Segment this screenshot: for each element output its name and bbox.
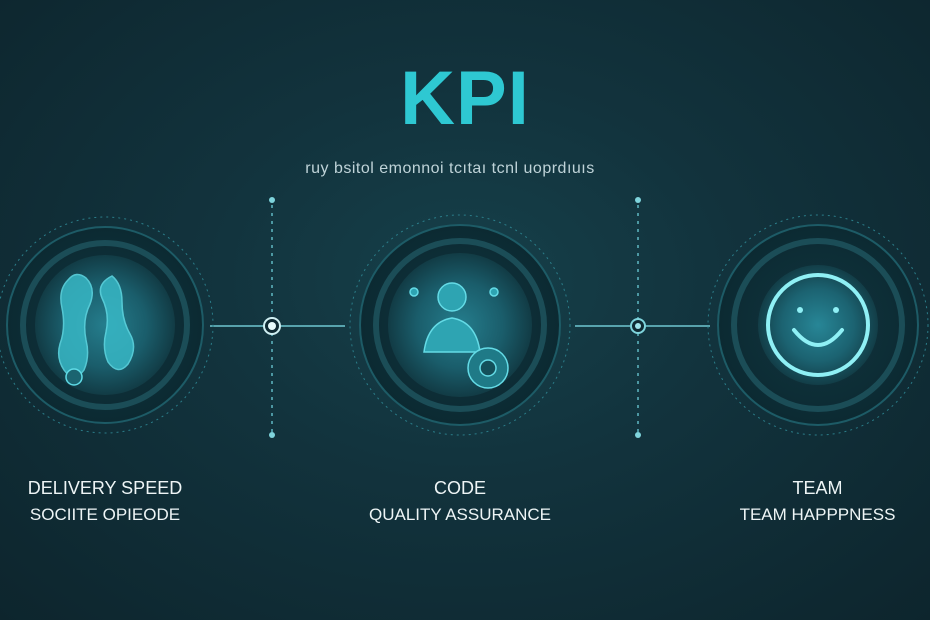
kpi-circle-delivery [0,216,214,434]
smiley-icon [766,273,870,377]
kpi-label-delivery: DELIVERY SPEED SOCIITE OPIEODE [0,478,210,525]
kpi-label-code: CODE QUALITY ASSURANCE [350,478,570,525]
kpi-label-team-line1: TEAM [792,478,843,498]
marker-dot [269,432,275,438]
kpi-label-delivery-line1: DELIVERY SPEED [27,478,183,498]
kpi-circle-code [349,214,571,436]
kpi-label-team: TEAM TEAM HAPPPNESS [715,478,920,525]
marker-dot [635,197,641,203]
kpi-label-delivery-line2: SOCIITE OPIEODE [29,505,181,524]
page-subtitle: ruy bsitol emonnoi tcıtaı tcnl uoprdıuıs [305,160,595,177]
kpi-circle-team [707,214,929,436]
marker-dot [635,432,641,438]
junction-node-left-core [268,322,276,330]
kpi-label-code-line2: QUALITY ASSURANCE [368,505,552,524]
kpi-label-team-line2: TEAM HAPPPNESS [739,505,896,524]
junction-nodes [263,317,646,335]
marker-dot [269,197,275,203]
kpi-label-code-line1: CODE [433,478,486,498]
page-title: KPI [400,56,530,141]
junction-node-right-core [635,323,641,329]
person-gear-icon [409,282,509,389]
marker-dots [269,197,641,438]
hands-icon [57,273,135,386]
